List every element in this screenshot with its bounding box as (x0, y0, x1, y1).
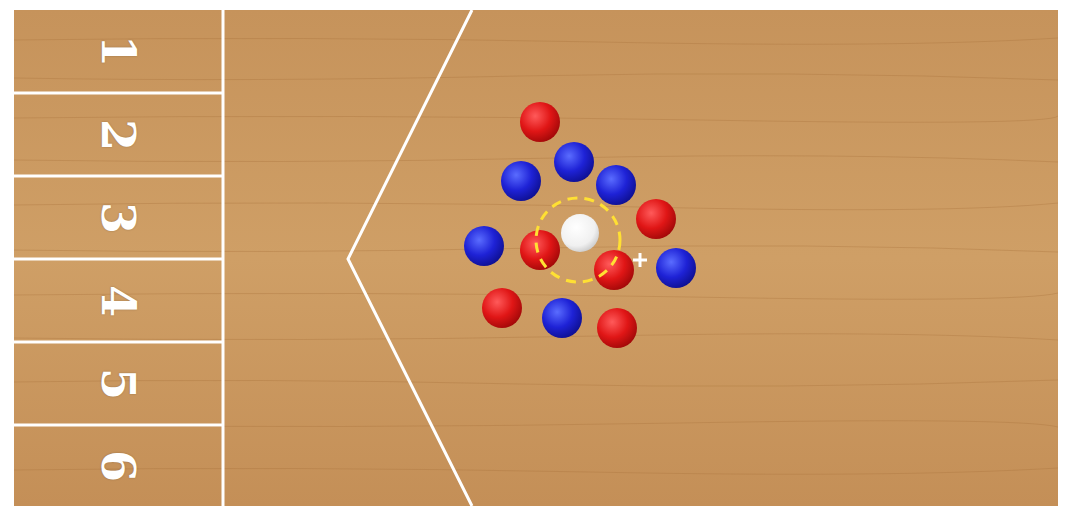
scoring-zone: 1 (14, 10, 222, 92)
wood-floor (14, 10, 1058, 506)
balls (464, 102, 696, 348)
scoring-zone: 5 (14, 343, 222, 424)
blue-ball (542, 298, 582, 338)
scoring-zone: 6 (14, 426, 222, 506)
zone-number: 2 (95, 118, 141, 150)
blue-ball (464, 226, 504, 266)
wood-grain (14, 38, 1058, 474)
red-ball (597, 308, 637, 348)
red-ball (594, 250, 634, 290)
zone-number: 6 (95, 450, 141, 482)
scoring-zone: 4 (14, 260, 222, 341)
red-ball (482, 288, 522, 328)
zone-number: 5 (95, 367, 141, 399)
blue-ball (554, 142, 594, 182)
jack-ball (561, 214, 599, 252)
measure-circle (536, 198, 620, 282)
plus-marker (633, 253, 647, 267)
scoring-zone: 2 (14, 94, 222, 175)
blue-ball (596, 165, 636, 205)
red-ball (636, 199, 676, 239)
zone-number: 4 (95, 284, 141, 316)
blue-ball (656, 248, 696, 288)
red-ball (520, 230, 560, 270)
zone-number: 3 (95, 201, 141, 233)
blue-ball (501, 161, 541, 201)
scoring-zone: 3 (14, 177, 222, 258)
zone-number: 1 (95, 35, 141, 67)
red-ball (520, 102, 560, 142)
court-lines (14, 10, 472, 506)
